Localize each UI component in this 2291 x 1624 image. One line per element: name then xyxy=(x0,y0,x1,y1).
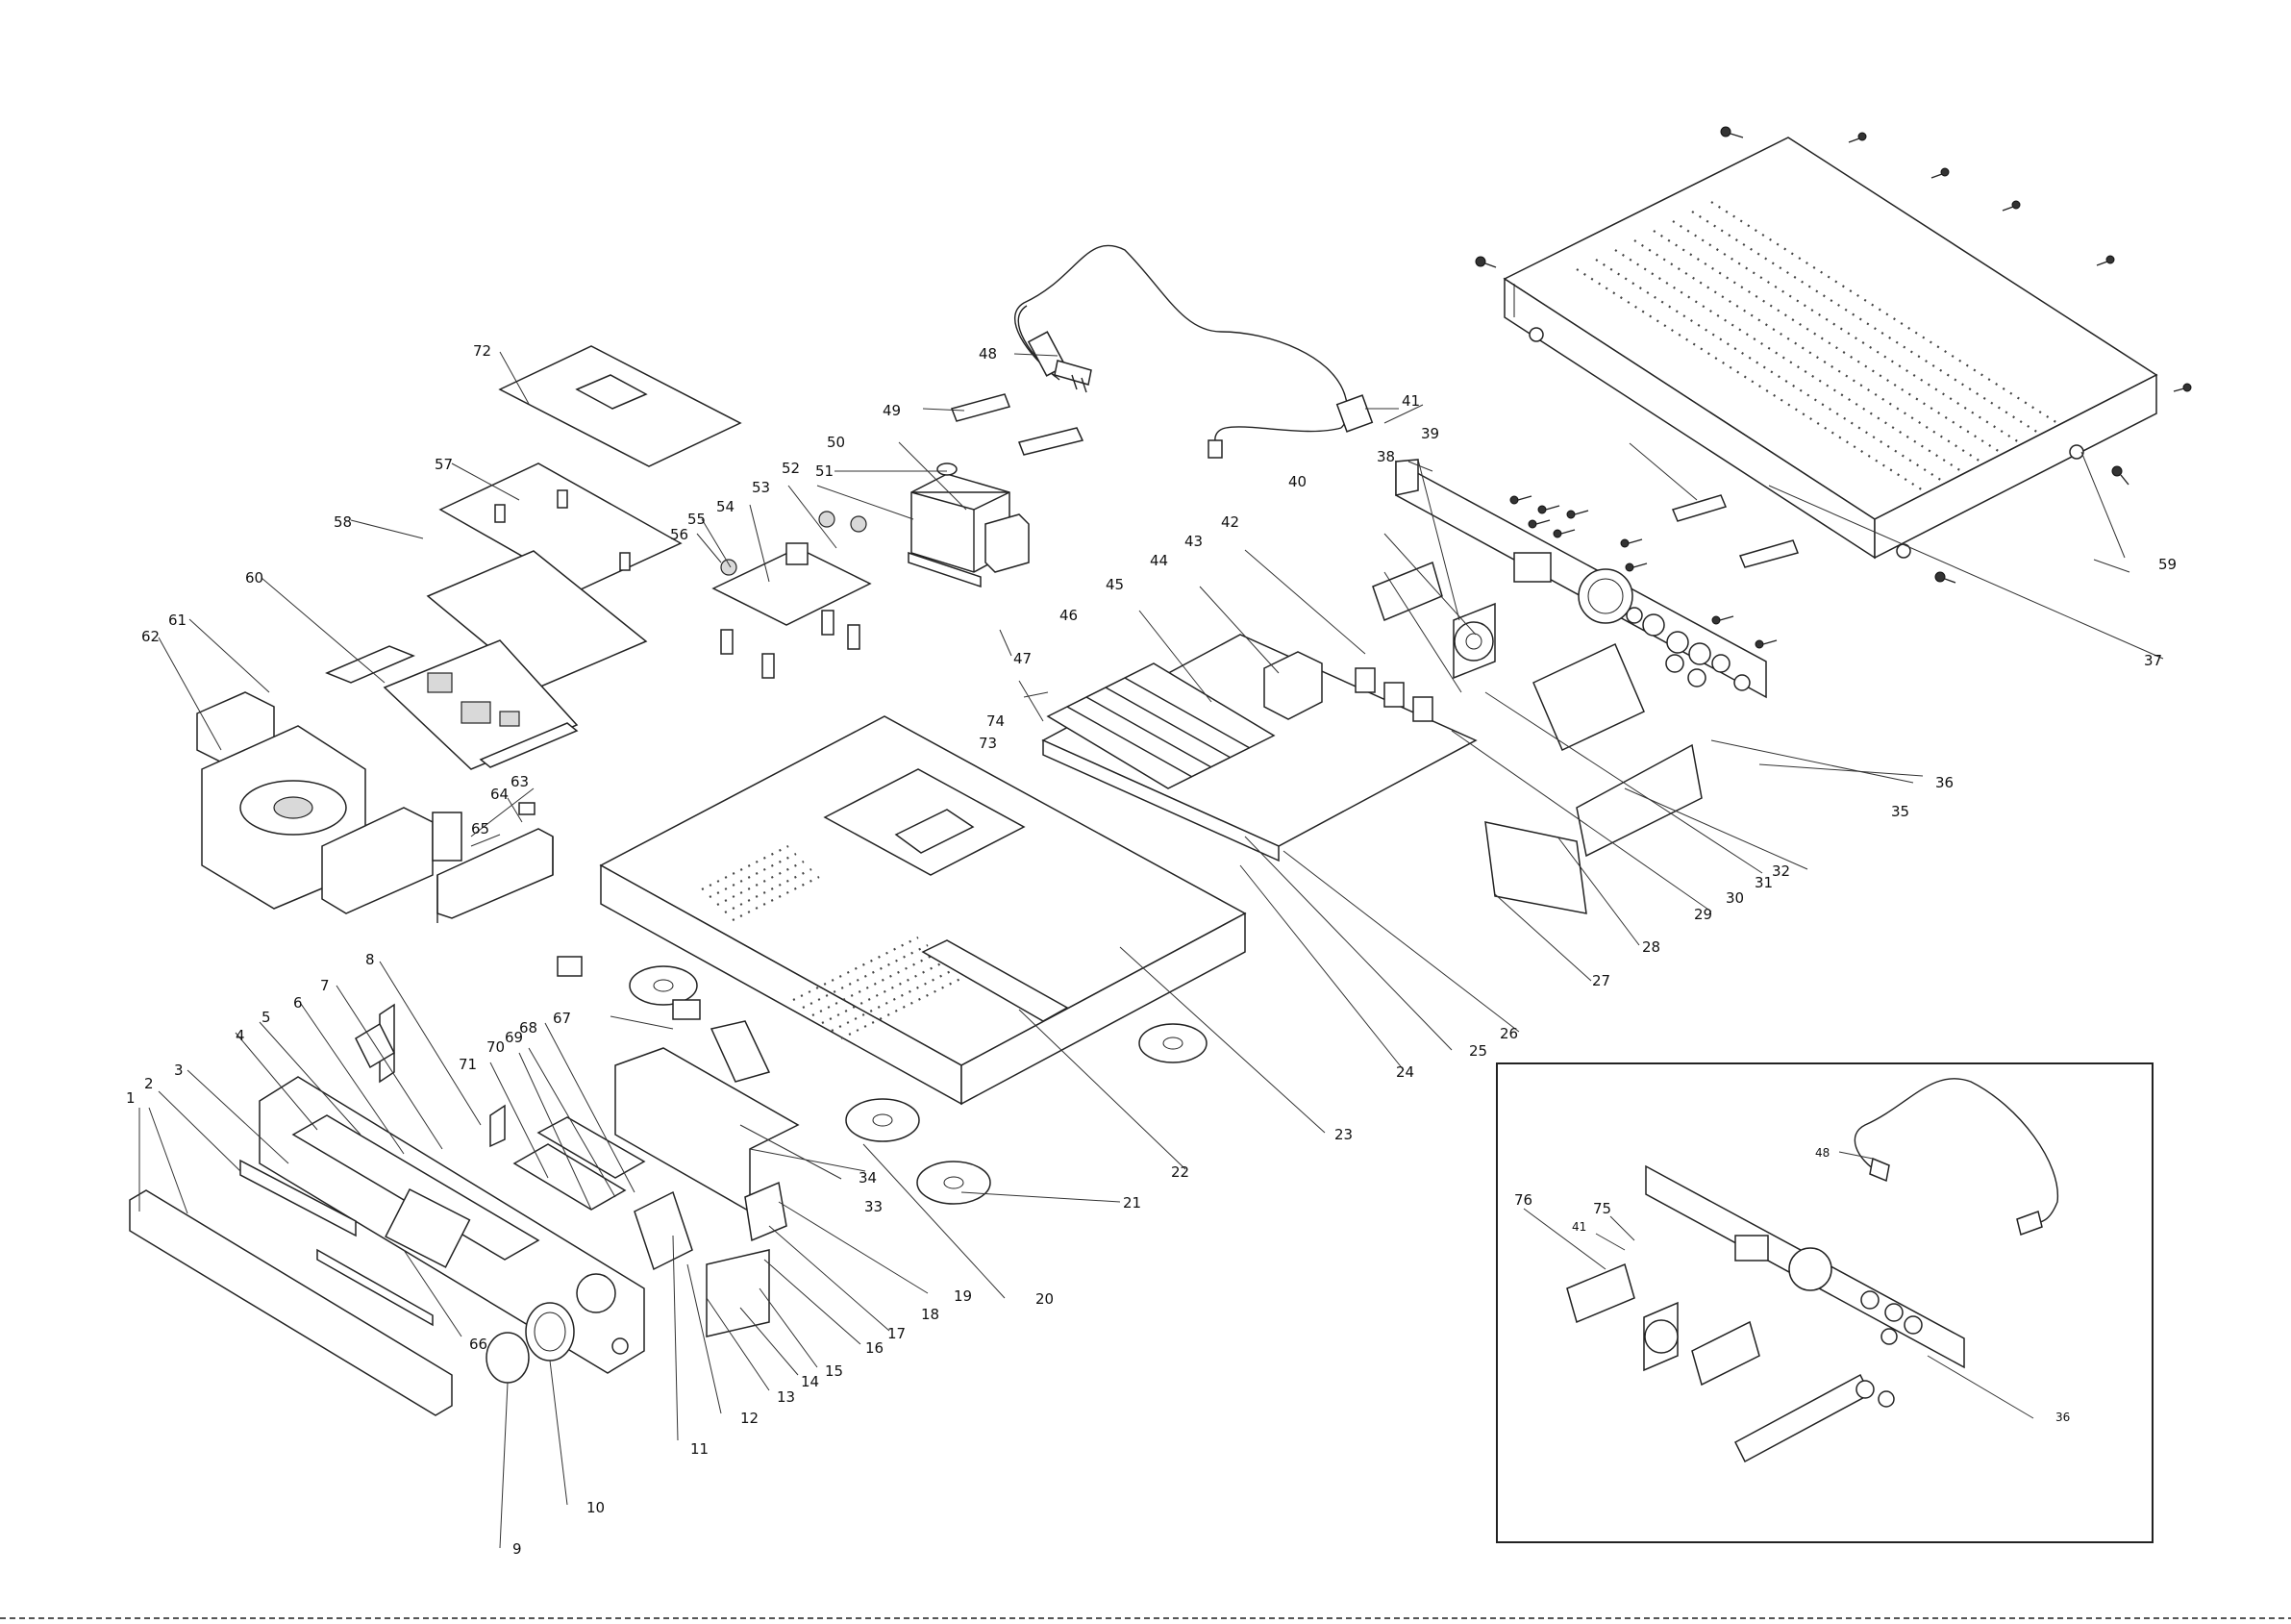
callout-52: 52 xyxy=(782,460,800,477)
callout-23: 23 xyxy=(1334,1126,1353,1143)
callout-8: 8 xyxy=(365,951,375,968)
callout-1: 1 xyxy=(126,1089,136,1107)
callout-47: 47 xyxy=(1013,650,1032,667)
callout-42: 42 xyxy=(1221,513,1239,531)
callout-20: 20 xyxy=(1035,1290,1054,1308)
callout-15: 15 xyxy=(825,1362,843,1380)
callout-13: 13 xyxy=(777,1388,795,1406)
callout-57: 57 xyxy=(435,456,453,473)
callout-16: 16 xyxy=(865,1339,884,1357)
callout-69: 69 xyxy=(505,1029,523,1046)
callout-70: 70 xyxy=(486,1038,505,1056)
power-cord xyxy=(1015,245,1373,458)
callout-38: 38 xyxy=(1377,448,1395,465)
callout-11: 11 xyxy=(690,1440,709,1458)
io-board xyxy=(1485,644,1702,913)
callout-64: 64 xyxy=(490,786,509,803)
callout-2: 2 xyxy=(144,1075,154,1092)
callout-63: 63 xyxy=(510,773,529,790)
callout-12: 12 xyxy=(740,1410,759,1427)
callout-49: 49 xyxy=(883,402,901,419)
callout-55: 55 xyxy=(687,511,706,528)
callout-6: 6 xyxy=(293,994,303,1012)
top-shield-plate xyxy=(500,346,740,466)
ferrite-cores xyxy=(952,394,1083,455)
callout-44: 44 xyxy=(1150,552,1168,569)
callout-40: 40 xyxy=(1288,473,1307,490)
callout-48: 48 xyxy=(979,345,997,362)
callout-19: 19 xyxy=(954,1287,972,1305)
callout-18: 18 xyxy=(921,1306,939,1323)
callout-67: 67 xyxy=(553,1010,571,1027)
callout-73: 73 xyxy=(979,735,997,752)
callout-65: 65 xyxy=(471,820,489,837)
callout-60: 60 xyxy=(245,569,263,587)
inset-callout-75: 75 xyxy=(1593,1200,1611,1217)
callout-50: 50 xyxy=(827,434,845,451)
callout-4: 4 xyxy=(236,1027,245,1044)
callout-10: 10 xyxy=(586,1499,605,1516)
callout-45: 45 xyxy=(1106,576,1124,593)
callout-56: 56 xyxy=(670,526,688,543)
callout-26: 26 xyxy=(1500,1025,1518,1042)
knobs xyxy=(486,1303,574,1383)
callout-66: 66 xyxy=(469,1336,487,1353)
callout-14: 14 xyxy=(801,1373,819,1390)
callout-24: 24 xyxy=(1396,1063,1414,1081)
inset-callout-41: 41 xyxy=(1572,1220,1586,1234)
callout-61: 61 xyxy=(168,612,187,629)
callout-25: 25 xyxy=(1469,1042,1487,1060)
callout-30: 30 xyxy=(1726,889,1744,907)
callout-43: 43 xyxy=(1184,533,1203,550)
callout-39: 39 xyxy=(1421,425,1439,442)
callout-58: 58 xyxy=(334,513,352,531)
callout-28: 28 xyxy=(1642,938,1660,956)
callout-37: 37 xyxy=(2144,652,2162,669)
callout-36: 36 xyxy=(1935,774,1954,791)
callout-17: 17 xyxy=(887,1325,906,1342)
callout-27: 27 xyxy=(1592,972,1610,989)
power-transformer xyxy=(909,463,1029,587)
inset-callout-48: 48 xyxy=(1815,1146,1830,1160)
callout-74: 74 xyxy=(986,712,1005,730)
inset-callout-76: 76 xyxy=(1514,1191,1532,1209)
callout-31: 31 xyxy=(1755,874,1773,891)
callout-3: 3 xyxy=(174,1062,184,1079)
inset-callout-36: 36 xyxy=(2055,1411,2070,1424)
callout-21: 21 xyxy=(1123,1194,1141,1212)
callout-29: 29 xyxy=(1694,906,1712,923)
callout-54: 54 xyxy=(716,498,735,515)
dvd-loader xyxy=(197,692,461,913)
callout-59: 59 xyxy=(2158,556,2177,573)
cooling-fan xyxy=(1373,562,1495,678)
regulator-board xyxy=(713,512,870,678)
callout-51: 51 xyxy=(815,462,834,480)
ferrite-blocks xyxy=(1673,495,1798,567)
callout-7: 7 xyxy=(320,977,330,994)
top-cover xyxy=(1505,137,2156,558)
callout-72: 72 xyxy=(473,342,491,360)
inset-box xyxy=(1497,1063,2153,1542)
callout-5: 5 xyxy=(261,1009,271,1026)
callout-53: 53 xyxy=(752,479,770,496)
callout-9: 9 xyxy=(512,1540,522,1558)
amplifier-board xyxy=(1043,635,1476,861)
callout-32: 32 xyxy=(1772,862,1790,880)
callout-33: 33 xyxy=(864,1198,883,1215)
callout-71: 71 xyxy=(459,1056,477,1073)
callout-41: 41 xyxy=(1402,392,1420,410)
callout-62: 62 xyxy=(141,628,160,645)
callout-46: 46 xyxy=(1059,607,1078,624)
callout-22: 22 xyxy=(1171,1163,1189,1181)
callout-35: 35 xyxy=(1891,803,1909,820)
callout-34: 34 xyxy=(859,1169,877,1187)
control-board xyxy=(440,463,681,589)
